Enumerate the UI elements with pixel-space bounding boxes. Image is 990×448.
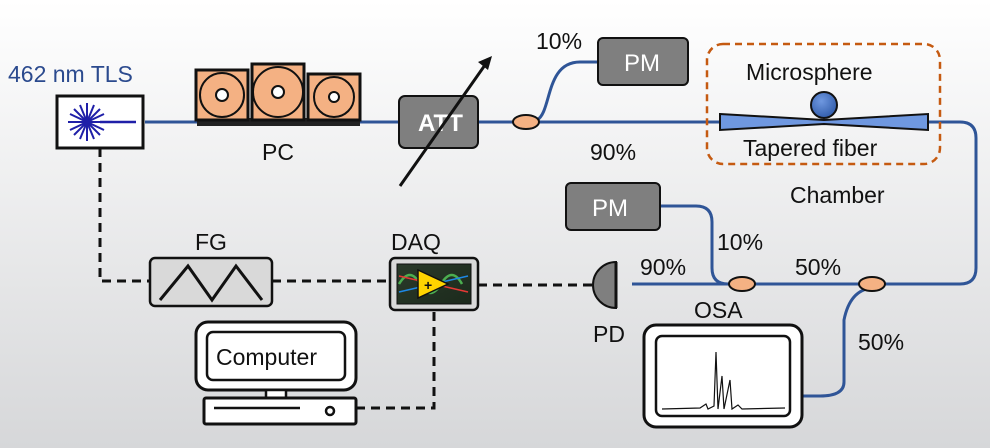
fg-box	[148, 256, 274, 308]
coupler-right-50-top-label: 50%	[795, 254, 841, 280]
chamber: Microsphere Tapered fiber Chamber	[705, 42, 942, 208]
laser-starburst-icon	[68, 103, 136, 141]
function-generator: FG	[148, 229, 274, 308]
electrical-connections	[98, 148, 596, 410]
svg-text:+: +	[424, 277, 432, 293]
fiber-tap-to-pm-top	[536, 60, 598, 122]
daq-label: DAQ	[391, 229, 441, 255]
coupler-mid-10-label: 10%	[717, 229, 763, 255]
computer-label: Computer	[216, 344, 317, 370]
att-label: ATT	[418, 110, 463, 137]
chamber-border	[705, 42, 942, 166]
pm-top-box	[597, 37, 689, 86]
fiber-to-osa	[802, 286, 873, 398]
osa-label: OSA	[694, 297, 743, 323]
power-button-icon	[324, 405, 336, 417]
att-variable-arrow	[398, 64, 487, 187]
power-meter-top: PM	[597, 37, 689, 86]
attenuator: ATT	[398, 56, 492, 187]
desktop-computer-icon	[202, 396, 358, 426]
computer: Computer	[194, 320, 358, 426]
spectrum-peaks-icon	[661, 351, 786, 411]
source-label: 462 nm TLS	[8, 61, 133, 87]
fiber-paddle-icon	[194, 62, 362, 122]
coupler-right	[858, 276, 886, 292]
tapered-fiber-label: Tapered fiber	[743, 135, 878, 161]
osa-screen	[654, 334, 792, 418]
daq-to-computer-wire	[356, 312, 436, 410]
coupler-mid	[728, 276, 756, 292]
chamber-label: Chamber	[790, 182, 885, 208]
pm-top-label: PM	[624, 50, 660, 77]
att-box	[398, 95, 479, 149]
fiber-return-to-pd	[632, 120, 978, 286]
triangle-wave-icon	[158, 263, 264, 303]
fiber-pm-mid-branch	[660, 204, 729, 286]
microsphere-label: Microsphere	[746, 59, 873, 85]
microsphere-icon	[810, 91, 838, 119]
photodiode-icon	[592, 260, 617, 310]
tls-to-fg-wire	[98, 148, 150, 283]
pc-label: PC	[262, 139, 294, 165]
polarization-controller: PC	[194, 62, 362, 165]
pm-mid-label: PM	[592, 195, 628, 222]
pm-mid-box	[565, 182, 661, 231]
att-arrowhead	[478, 56, 492, 70]
labview-daq-icon: +	[396, 263, 472, 305]
coupler-mid-90-label: 90%	[640, 254, 686, 280]
coupler-top-10-label: 10%	[536, 28, 582, 54]
photodiode: PD	[592, 260, 625, 347]
monitor-screen	[205, 330, 347, 382]
laser-source	[55, 94, 145, 150]
pd-label: PD	[593, 321, 625, 347]
coupler-top	[512, 114, 540, 130]
coupler-right-50-bottom-label: 50%	[858, 329, 904, 355]
coupler-top-90-label: 90%	[590, 139, 636, 165]
tapered-fiber-icon	[719, 112, 929, 132]
pc-base	[197, 118, 360, 126]
daq: DAQ +	[388, 229, 480, 312]
power-meter-mid: PM	[565, 182, 661, 231]
fg-label: FG	[195, 229, 227, 255]
optical-spectrum-analyzer: OSA	[642, 297, 804, 429]
